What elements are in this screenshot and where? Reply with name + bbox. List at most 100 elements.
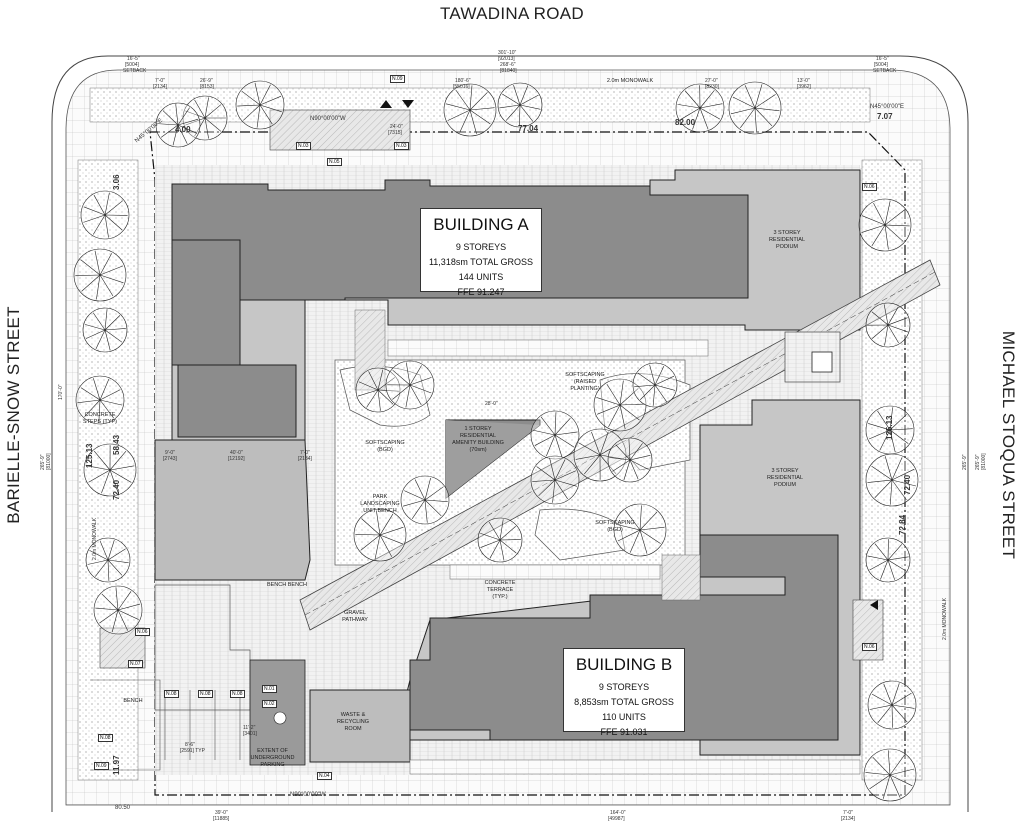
building-b-info-box: BUILDING B 9 STOREYS 8,853sm TOTAL GROSS… (563, 648, 685, 737)
tree-icon (865, 537, 911, 583)
elevation-7: 58.43 (112, 434, 121, 455)
dim-top-inner: 268'-6" (500, 62, 516, 68)
dim-w-9: 9'-0" (165, 450, 175, 456)
elevation-5: 3.06 (112, 174, 121, 190)
monowalk-north-label: 2.0m MONOWALK (606, 78, 654, 84)
dim-n-27: 27'-0" (705, 78, 718, 84)
dim-s-164: 164'-0" (610, 810, 626, 816)
dim-setback-right: 16'-5" (876, 56, 889, 62)
building-a-units: 144 UNITS (458, 272, 504, 282)
waste-room-label: WASTE & RECYCLING ROOM (336, 712, 370, 732)
tree-icon (607, 437, 653, 483)
bench-label: BENCH (123, 698, 143, 704)
concrete-steps-label: CONCRETE STEPS (TYP) (83, 412, 117, 425)
elevation-1: 4.00 (175, 125, 191, 134)
dim-s-39-m: [11885] (213, 816, 230, 822)
elevation-6: 125.13 (85, 443, 94, 468)
note-tag-n08-c: N.08 (230, 690, 245, 698)
building-a-gross: 11,318sm TOTAL GROSS (428, 257, 534, 267)
gravel-pathway-label: GRAVEL PATHWAY (342, 610, 368, 623)
building-b-gross: 8,853sm TOTAL GROSS (574, 697, 674, 707)
tree-icon (400, 475, 450, 525)
tree-icon (865, 453, 919, 507)
dim-parking-11: 11'-2" (243, 725, 256, 731)
dim-n-24-m: [7315] (388, 130, 402, 136)
building-a-name: BUILDING A (433, 215, 529, 234)
elevation-2: 77.04 (518, 124, 539, 133)
note-tag-n07: N.07 (128, 660, 143, 668)
concrete-terrace-label: CONCRETE TERRACE (TYP.) (484, 580, 516, 600)
tree-icon (573, 428, 627, 482)
monowalk-east-label: 2.0m MONOWALK (942, 597, 948, 640)
elevation-3: 82.00 (675, 118, 696, 127)
elevation-13: 80.50 (115, 805, 131, 811)
dim-n-13-m: [3962] (797, 84, 811, 90)
bench-bench-label: BENCH BENCH (266, 582, 308, 588)
podium-a-label: 3 STOREY RESIDENTIAL PODIUM (768, 230, 806, 250)
dim-setback-left-m: [5004] (125, 62, 139, 68)
bearing-south: N90°00'00"W (290, 792, 326, 798)
dim-w-7: 7'-0" (300, 450, 310, 456)
tree-icon (93, 585, 143, 635)
dim-top-inner-m: [81840] (500, 68, 517, 74)
dim-s-164-m: [49987] (608, 816, 625, 822)
dim-n-24: 24'-0" (390, 124, 403, 130)
tree-icon (865, 405, 915, 455)
dim-n-26-m: [8153] (200, 84, 214, 90)
tree-icon (530, 455, 580, 505)
dim-n-7: 7'-0" (155, 78, 165, 84)
street-label-north: TAWADINA ROAD (439, 4, 584, 23)
building-b-storeys: 9 STOREYS (598, 682, 650, 692)
elevation-4: 7.07 (877, 112, 893, 121)
elevation-8: 72.40 (112, 479, 121, 500)
note-tag-n03: N.03 (296, 142, 311, 150)
dim-parking-8: 8'-6" (185, 742, 195, 748)
dim-setback-left: 16'-5" (127, 56, 140, 62)
dim-n-27-m: [8230] (705, 84, 719, 90)
dim-n-26: 26'-9" (200, 78, 213, 84)
tree-icon (83, 443, 137, 497)
dim-top-total-m: [92013] (498, 56, 515, 62)
building-b-name: BUILDING B (575, 655, 673, 674)
tree-icon (182, 95, 228, 141)
elevation-12: 11.97 (112, 755, 121, 775)
street-label-west: BARIELLE-SNOW STREET (4, 306, 23, 524)
tree-icon (85, 537, 131, 583)
dim-s-39: 39'-0" (215, 810, 228, 816)
building-a-ffe: FFE 91.247 (457, 287, 505, 297)
tree-icon (867, 680, 917, 730)
bearing-north: N90°00'00"W (310, 116, 346, 122)
tree-icon (73, 248, 127, 302)
dim-top-total: 301'-10" (498, 50, 517, 56)
tree-icon (82, 307, 128, 353)
dim-n-180: 180'-6" (455, 78, 471, 84)
podium-b-label: 3 STOREY RESIDENTIAL PODIUM (766, 468, 804, 488)
tree-icon (530, 410, 580, 460)
note-tag-n09: N.09 (94, 762, 109, 770)
landscaping-unit-label: PARK LANDSCAPING UNIT BENCH (360, 494, 400, 514)
note-tag-n05: N.05 (327, 158, 342, 166)
diagonal-walkway (299, 259, 941, 631)
note-tag-n08-d: N.08 (98, 734, 113, 742)
dim-n-13: 13'-0" (797, 78, 810, 84)
note-tag-n04: N.04 (317, 772, 332, 780)
note-tag-n01: N.01 (262, 685, 277, 693)
tree-icon (858, 198, 912, 252)
tree-icon (865, 302, 911, 348)
dim-setback-left-word: SETBACK (123, 68, 147, 74)
tree-icon (353, 508, 407, 562)
monowalk-west-label: 2.0m MONOWALK (92, 517, 98, 560)
elevation-9: 125.13 (885, 415, 894, 440)
underground-parking-label: EXTENT OF UNDERGROUND PARKING (250, 748, 295, 768)
tree-icon (477, 517, 523, 563)
dim-left-170: 170'-0" (58, 384, 64, 400)
softscaping-south-label: SOFTSCAPING (BGD) (595, 520, 635, 533)
softscaping-raised-label: SOFTSCAPING (RAISED PLANTING) (565, 372, 605, 392)
dim-w-9-m: [2743] (163, 456, 177, 462)
tree-icon (235, 80, 285, 130)
dim-right-265: 265'-9" (962, 454, 968, 470)
building-a-info-box: BUILDING A 9 STOREYS 11,318sm TOTAL GROS… (420, 208, 542, 297)
note-tag-n02: N.02 (262, 700, 277, 708)
dim-parking-8-m: [2591] TYP (180, 748, 205, 754)
building-b-units: 110 UNITS (602, 712, 646, 722)
